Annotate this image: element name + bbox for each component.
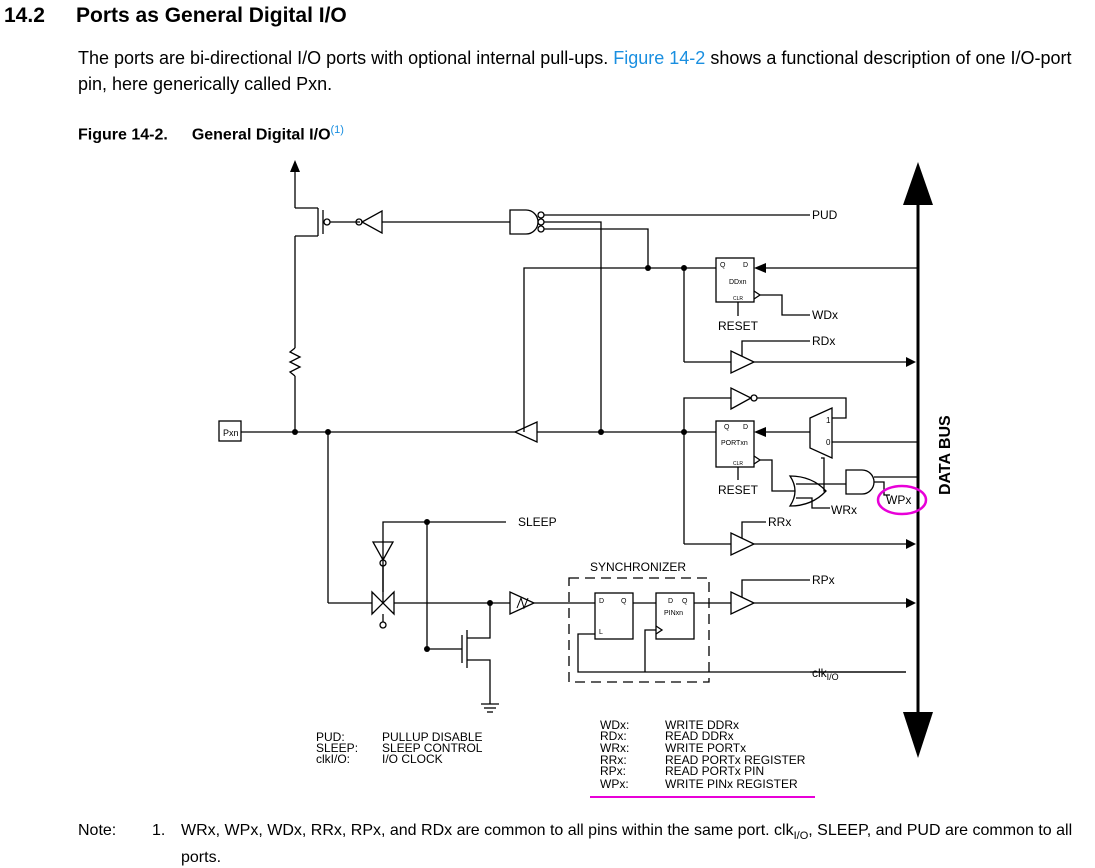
section-title: Ports as General Digital I/O bbox=[76, 4, 347, 27]
figure-link[interactable]: Figure 14-2 bbox=[613, 48, 706, 68]
ddxn-pin-d: D bbox=[743, 262, 748, 269]
portxn-label: PORTxn bbox=[721, 440, 748, 447]
clkio-label: clkI/O bbox=[812, 666, 839, 682]
reset-label-ddxn: RESET bbox=[718, 319, 759, 333]
sleep-label: SLEEP bbox=[518, 515, 557, 529]
sync-ff2-pin-d: D bbox=[668, 598, 673, 605]
figure-caption: Figure 14-2. General Digital I/O(1) bbox=[78, 124, 344, 144]
legend-left-value-clk: I/O CLOCK bbox=[382, 752, 443, 766]
portxn-pin-q: Q bbox=[724, 424, 730, 431]
wrx-label: WRx bbox=[831, 503, 857, 517]
rpx-label: RPx bbox=[812, 573, 835, 587]
portxn-pin-clr: CLR bbox=[733, 461, 743, 467]
data-bus-bottom-arrow bbox=[903, 712, 933, 758]
pud-label: PUD bbox=[812, 208, 838, 222]
legend-right-value-wdx: WRITE DDRx bbox=[665, 718, 739, 732]
sync-ff2-pin-q: Q bbox=[682, 598, 688, 605]
intro-paragraph: The ports are bi-directional I/O ports w… bbox=[78, 45, 1090, 97]
note-number: 1. bbox=[152, 822, 166, 839]
sync-ff1-pin-d: D bbox=[599, 598, 604, 605]
legend-right-key-wdx: WDx: bbox=[600, 718, 629, 732]
mux-input-1: 1 bbox=[826, 416, 831, 425]
ddxn-label: DDxn bbox=[729, 279, 747, 286]
ddxn-pin-q: Q bbox=[720, 262, 726, 269]
legend-right-value-rrx: READ PORTx REGISTER bbox=[665, 753, 806, 767]
rdx-label: RDx bbox=[812, 334, 835, 348]
legend-left-key-pud: PUD: bbox=[316, 730, 345, 744]
data-bus-top-arrow bbox=[903, 162, 933, 205]
intro-text-before: The ports are bi-directional I/O ports w… bbox=[78, 48, 614, 68]
legend-left-key-sleep: SLEEP: bbox=[316, 741, 358, 755]
sync-ff1-pin-q: Q bbox=[621, 598, 627, 605]
legend-left-key-clk: clkI/O: bbox=[316, 752, 350, 766]
data-bus-label: DATA BUS bbox=[937, 415, 954, 495]
legend-left-value-pud: PULLUP DISABLE bbox=[382, 730, 483, 744]
footnote-ref-link[interactable]: (1) bbox=[330, 124, 344, 136]
figure-label: Figure 14-2. bbox=[78, 126, 168, 144]
wpx-highlight-ellipse bbox=[876, 484, 928, 516]
figure-title: General Digital I/O bbox=[191, 126, 331, 144]
legend-right-key-rpx: RPx: bbox=[600, 764, 626, 778]
pinxn-label: PINxn bbox=[664, 610, 683, 617]
legend-right-value-rpx: READ PORTx PIN bbox=[665, 764, 764, 778]
legend-right-value-wrx: WRITE PORTx bbox=[665, 741, 746, 755]
legend-right-key-rdx: RDx: bbox=[600, 729, 627, 743]
section-heading: 14.2 Ports as General Digital I/O bbox=[4, 4, 347, 28]
pin-label: Pxn bbox=[223, 428, 239, 438]
legend-left-value-sleep: SLEEP CONTROL bbox=[382, 741, 483, 755]
reset-label-portxn: RESET bbox=[718, 483, 759, 497]
rrx-label: RRx bbox=[768, 515, 791, 529]
legend-right-key-rrx: RRx: bbox=[600, 753, 627, 767]
note-text: WRx, WPx, WDx, RRx, RPx, and RDx are com… bbox=[181, 822, 1073, 867]
legend-right-value-wpx: WRITE PINx REGISTER bbox=[665, 777, 798, 791]
mux-input-0: 0 bbox=[826, 438, 831, 447]
portxn-pin-d: D bbox=[743, 424, 748, 431]
wpx-label: WPx bbox=[886, 493, 911, 507]
intro-text-after: shows a functional description of one I/… bbox=[78, 48, 1072, 94]
synchronizer-label: SYNCHRONIZER bbox=[590, 560, 686, 574]
section-number: 14.2 bbox=[4, 4, 45, 27]
legend-right-key-wpx: WPx: bbox=[600, 777, 629, 791]
legend-right-value-rdx: READ DDRx bbox=[665, 729, 734, 743]
sync-ff1-pin-l: L bbox=[599, 629, 603, 636]
note-label: Note: bbox=[78, 822, 117, 839]
legend-right-key-wrx: WRx: bbox=[600, 741, 629, 755]
ddxn-pin-clr: CLR bbox=[733, 296, 743, 302]
wdx-label: WDx bbox=[812, 308, 838, 322]
